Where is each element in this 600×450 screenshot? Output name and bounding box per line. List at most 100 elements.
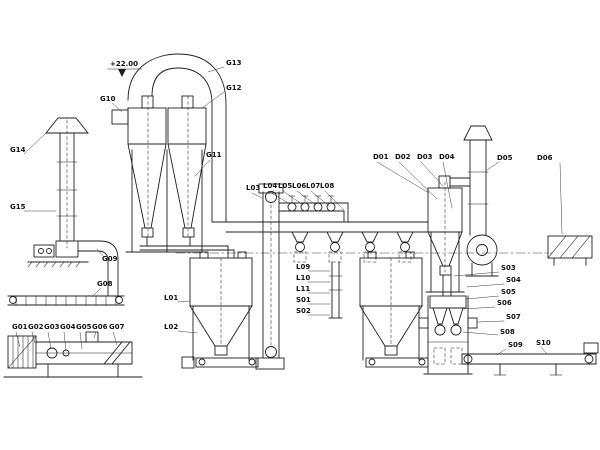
leader-line-S07 — [477, 320, 505, 323]
leader-line-G10 — [111, 102, 123, 113]
label-elev: +22.00 — [110, 60, 138, 68]
leader-line-S10 — [540, 346, 548, 355]
leader-line-G04 — [63, 331, 67, 352]
leader-line-G08 — [91, 287, 102, 298]
recirculation-arc-duct — [127, 53, 227, 223]
label-L11: L11 — [296, 285, 310, 293]
label-S08: S08 — [500, 328, 515, 336]
packing-station — [418, 274, 478, 375]
leader-line-G09 — [96, 248, 105, 258]
hopper-left-conveyor — [181, 356, 259, 369]
label-S06: S06 — [497, 299, 512, 307]
label-S10: S10 — [536, 339, 551, 347]
feeder-assembly-left — [3, 331, 143, 378]
hopper-right — [359, 251, 423, 361]
hopper-left — [189, 251, 253, 361]
label-D04: D04 — [439, 153, 455, 161]
exhaust-box-right — [547, 235, 593, 266]
leader-line-L03 — [251, 192, 263, 199]
cyclone-pair — [111, 95, 207, 238]
label-G10: G10 — [100, 95, 116, 103]
leader-line-L05 — [282, 190, 304, 206]
elevation-marker — [107, 68, 143, 77]
label-D02: D02 — [395, 153, 411, 161]
label-G15: G15 — [10, 203, 26, 211]
cyclone-right — [425, 175, 471, 293]
inclined-conveyor-left — [7, 295, 125, 306]
label-D05: D05 — [497, 154, 513, 162]
label-D06: D06 — [537, 154, 553, 162]
label-D03: D03 — [417, 153, 433, 161]
mid-drop-pipe — [328, 261, 343, 319]
leader-line-G13 — [207, 66, 225, 73]
bucket-elevator — [255, 183, 285, 370]
leader-line-G06 — [93, 331, 97, 339]
main-duct — [211, 221, 429, 233]
label-G04: G04 — [60, 323, 76, 331]
label-G09: G09 — [102, 255, 118, 263]
label-L05: L05 — [278, 182, 292, 190]
label-L07: L07 — [306, 182, 320, 190]
label-G01: G01 — [12, 323, 28, 331]
exhaust-stack-left — [45, 117, 89, 249]
elbow-duct — [77, 240, 119, 297]
leader-line-S09 — [496, 348, 507, 356]
belt-conveyor-right — [461, 342, 599, 376]
leader-line-G11 — [194, 159, 211, 177]
leader-line-S03 — [453, 271, 500, 277]
leader-line-L07 — [310, 190, 330, 207]
label-S01: S01 — [296, 296, 311, 304]
label-L04: L04 — [263, 182, 277, 190]
label-G07: G07 — [109, 323, 125, 331]
label-L01: L01 — [164, 294, 178, 302]
label-S04: S04 — [506, 276, 521, 284]
leader-line-S06 — [462, 306, 496, 310]
leader-line-G01 — [15, 331, 21, 348]
label-S09: S09 — [508, 341, 523, 349]
label-G13: G13 — [226, 59, 242, 67]
label-L10: L10 — [296, 274, 310, 282]
label-G12: G12 — [226, 84, 242, 92]
leader-line-G05 — [79, 331, 83, 350]
fan-right — [465, 234, 499, 277]
stack-right — [463, 125, 493, 236]
label-G06: G06 — [92, 323, 108, 331]
duct-bin-row — [291, 231, 414, 263]
leader-line-G02 — [31, 331, 36, 344]
label-S03: S03 — [501, 264, 516, 272]
label-S02: S02 — [296, 307, 311, 315]
leader-line-D03 — [420, 161, 444, 187]
leader-line-G12 — [201, 91, 225, 109]
leader-line-S08 — [462, 331, 499, 336]
leader-line-L01 — [177, 300, 190, 303]
label-L02: L02 — [164, 323, 178, 331]
leader-line-G14 — [23, 132, 47, 155]
label-G03: G03 — [44, 323, 60, 331]
leader-line-L02 — [177, 330, 198, 334]
label-G14: G14 — [10, 146, 26, 154]
leader-line-L06 — [296, 190, 317, 206]
label-G02: G02 — [28, 323, 44, 331]
leader-line-G03 — [47, 331, 52, 350]
stack-base-fan — [27, 240, 89, 268]
leader-line-S04 — [466, 283, 505, 288]
label-S05: S05 — [501, 288, 516, 296]
leader-line-D02 — [398, 161, 438, 200]
label-L09: L09 — [296, 263, 310, 271]
label-L06: L06 — [292, 182, 306, 190]
leader-line-D01 — [376, 161, 430, 194]
label-S07: S07 — [506, 313, 521, 321]
cyclone-frame — [125, 149, 235, 259]
leader-line-S05 — [466, 295, 500, 300]
label-G05: G05 — [76, 323, 92, 331]
feeder-pipe-row — [278, 195, 349, 223]
leader-line-L08 — [324, 190, 345, 211]
label-D01: D01 — [373, 153, 389, 161]
leader-line-G07 — [112, 331, 118, 346]
leader-line-D04 — [442, 161, 453, 209]
label-L08: L08 — [320, 182, 334, 190]
label-L03: L03 — [246, 184, 260, 192]
leader-line-L04 — [267, 190, 291, 205]
label-G11: G11 — [206, 151, 222, 159]
